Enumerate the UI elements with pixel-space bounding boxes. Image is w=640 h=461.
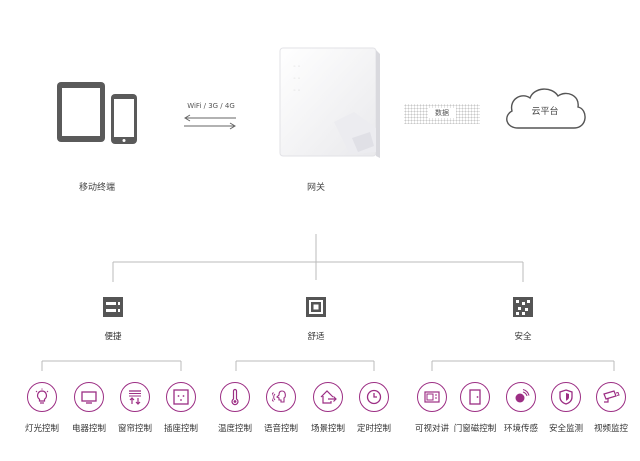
leaf-label: 灯光控制 bbox=[24, 424, 59, 434]
category-label-safety: 安全 bbox=[514, 332, 532, 342]
target-square-icon bbox=[306, 297, 326, 317]
leaf-label: 温度控制 bbox=[217, 424, 252, 434]
leaf-label: 视频监控 bbox=[593, 424, 628, 434]
gateway-label: 网关 bbox=[306, 183, 325, 193]
intercom-icon bbox=[417, 382, 447, 412]
leaf-label: 电器控制 bbox=[71, 424, 106, 434]
cloud-icon bbox=[506, 88, 586, 129]
svg-text:◦ ◦: ◦ ◦ bbox=[293, 64, 301, 70]
leaf-label: 安全监测 bbox=[548, 424, 583, 434]
leaf-label: 可视对讲 bbox=[414, 424, 449, 434]
camera-icon bbox=[596, 382, 626, 412]
leaf-label: 门窗磁控制 bbox=[453, 424, 497, 434]
leaf-label: 插座控制 bbox=[163, 424, 198, 434]
voice-icon bbox=[266, 382, 296, 412]
cloud-label: 云平台 bbox=[531, 107, 559, 117]
leaf-label: 窗帘控制 bbox=[117, 424, 152, 434]
leaf-label: 定时控制 bbox=[356, 424, 391, 434]
thermometer-icon bbox=[220, 382, 250, 412]
mobile-label: 移动终端 bbox=[78, 183, 115, 193]
server-icon bbox=[103, 297, 123, 317]
category-label-comfort: 舒适 bbox=[307, 332, 325, 342]
bidirectional-arrows-icon bbox=[184, 114, 236, 130]
category-label-convenience: 便捷 bbox=[104, 332, 122, 342]
leaf-label: 环境传感 bbox=[503, 424, 538, 434]
leaf-label: 语音控制 bbox=[263, 424, 298, 434]
monitor-icon bbox=[74, 382, 104, 412]
svg-text:◦ ◦: ◦ ◦ bbox=[293, 76, 301, 82]
leaf-label: 场景控制 bbox=[310, 424, 345, 434]
sensor-icon bbox=[506, 382, 536, 412]
curtain-icon bbox=[120, 382, 150, 412]
svg-text:◦ ◦: ◦ ◦ bbox=[293, 88, 301, 94]
mobile-devices-icon bbox=[57, 82, 137, 144]
gateway-device: ◦ ◦ ◦ ◦ ◦ ◦ bbox=[279, 47, 380, 158]
dots-square-icon bbox=[513, 297, 533, 317]
data-label: 数据 bbox=[428, 108, 456, 118]
clock-icon bbox=[359, 382, 389, 412]
home-arrow-icon bbox=[313, 382, 343, 412]
link-label: WiFi / 3G / 4G bbox=[187, 102, 235, 110]
socket-icon bbox=[166, 382, 196, 412]
door-icon bbox=[460, 382, 490, 412]
bulb-icon bbox=[27, 382, 57, 412]
shield-icon bbox=[551, 382, 581, 412]
